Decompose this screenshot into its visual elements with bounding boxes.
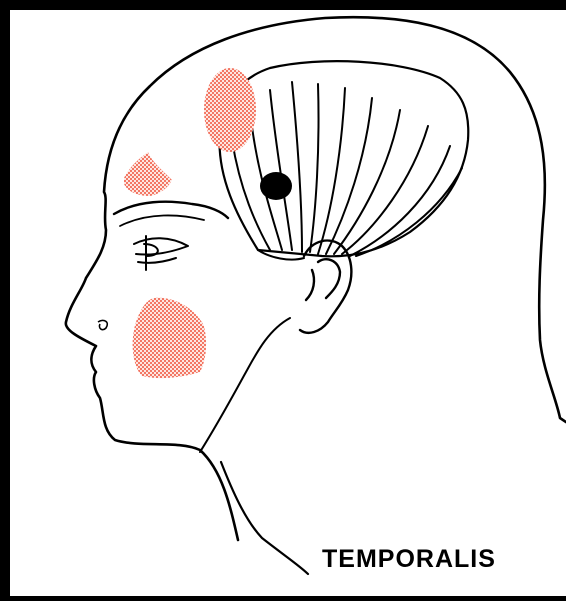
trigger-point-marker bbox=[260, 172, 292, 200]
figure-caption: TEMPORALIS bbox=[322, 547, 496, 572]
pain-zone-temple bbox=[204, 68, 256, 152]
figure-panel bbox=[10, 10, 566, 596]
